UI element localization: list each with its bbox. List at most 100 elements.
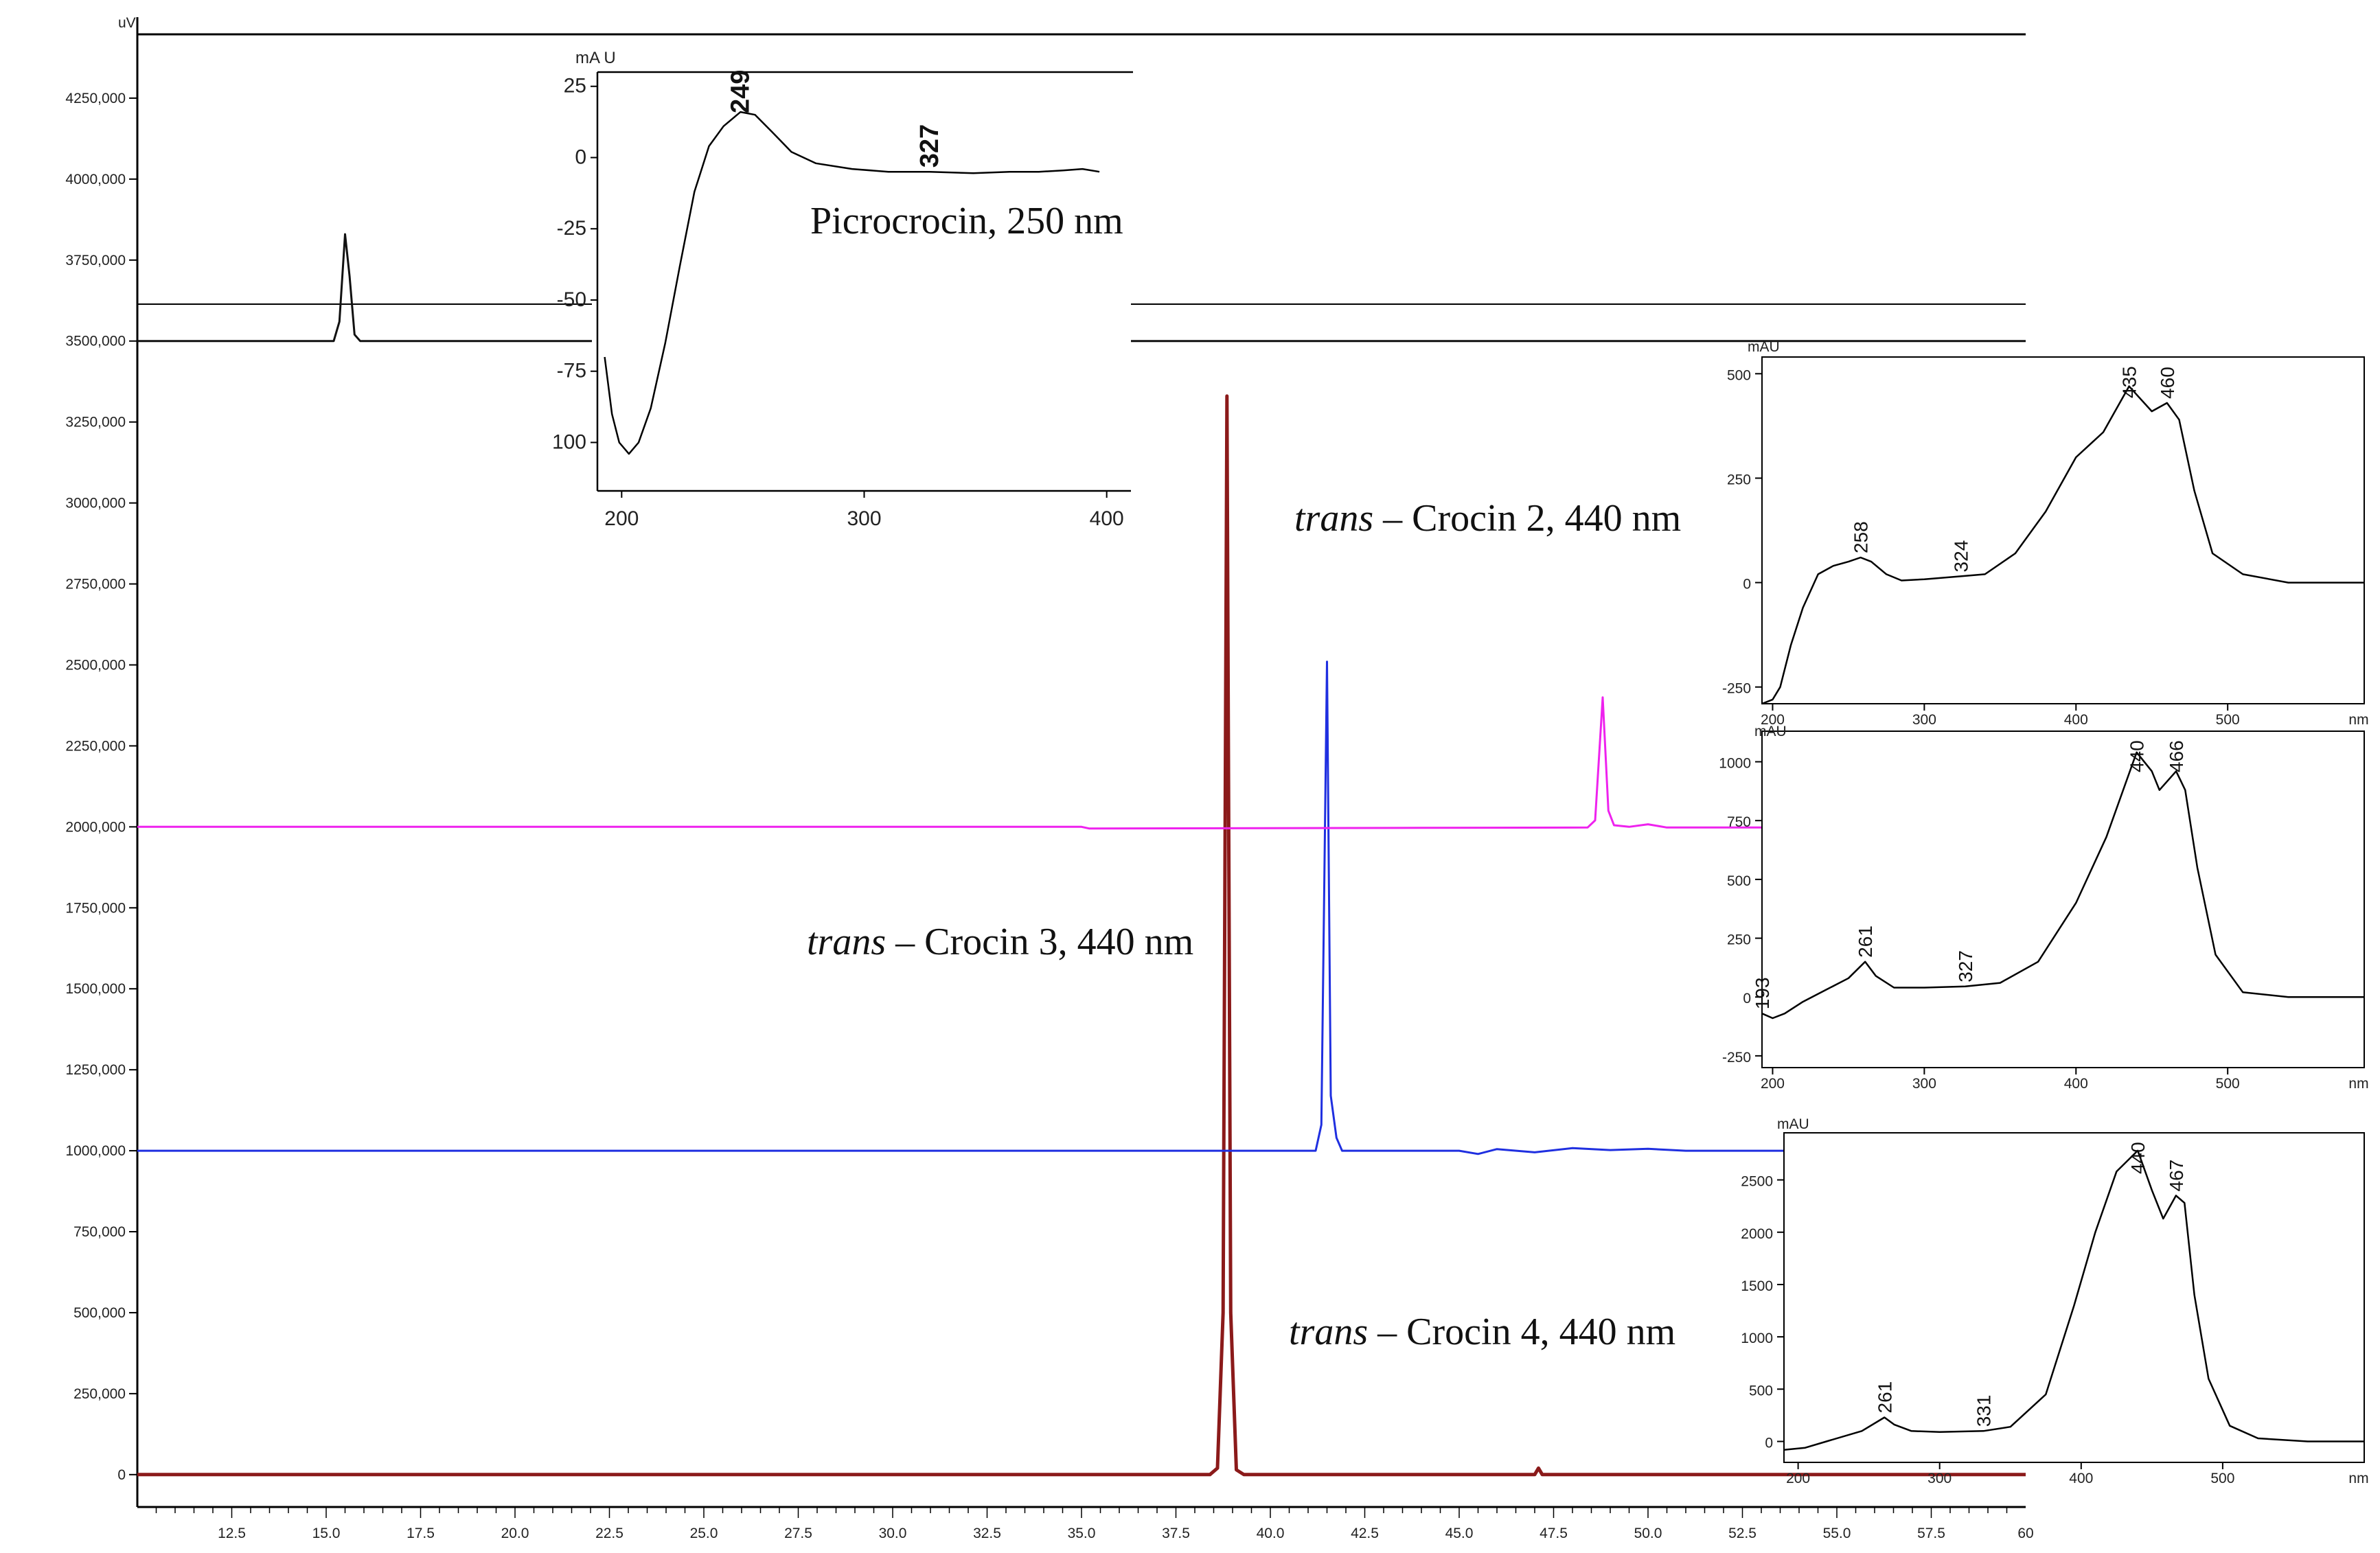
c3-spectrum-line — [1761, 751, 2364, 1020]
c2-x-tick-label: nm — [2348, 712, 2368, 728]
c3-peak-label: 440 — [2127, 740, 2148, 772]
c4-peak-label: 440 — [2127, 1142, 2149, 1174]
main-y-tick-label: 4250,000 — [65, 91, 126, 106]
main-x-tick-label: 55.0 — [1823, 1526, 1851, 1541]
c3-y-tick-label: 750 — [1727, 814, 1751, 830]
picro-y-tick-label: -50 — [557, 288, 586, 311]
main-y-unit: uV — [118, 15, 136, 31]
main-y-tick-label: 3000,000 — [65, 496, 126, 511]
c4-y-tick-label: 1500 — [1741, 1278, 1773, 1294]
picro-y-tick-label: -25 — [557, 217, 586, 240]
c3-frame — [1761, 731, 2365, 1068]
c2-x-tick-label: 400 — [2064, 712, 2088, 728]
main-x-tick-label: 47.5 — [1540, 1526, 1568, 1541]
c3-peak-label: 466 — [2166, 740, 2187, 772]
main-x-tick-label: 35.0 — [1068, 1526, 1096, 1541]
main-x-tick-label: 30.0 — [879, 1526, 907, 1541]
c3-x-tick-label: 500 — [2216, 1076, 2240, 1092]
chromatogram-trace-1 — [137, 394, 2026, 1477]
main-y-tick-label: 500,000 — [73, 1305, 126, 1321]
main-y-tick-label: 1000,000 — [65, 1143, 126, 1159]
main-x-tick-label: 17.5 — [407, 1526, 435, 1541]
c3-peak-label: 327 — [1955, 950, 1976, 982]
c2-y-tick-label: 0 — [1743, 577, 1751, 593]
c3-peak-label: 193 — [1752, 977, 1773, 1009]
c4-peak-label: 331 — [1973, 1395, 1995, 1427]
main-x-tick-label: 27.5 — [784, 1526, 812, 1541]
main-x-tick-label: 45.0 — [1445, 1526, 1474, 1541]
main-x-tick-label: 60 — [2017, 1526, 2033, 1541]
c3-peak-label: 261 — [1855, 925, 1876, 958]
c4-compound-label: trans – Crocin 4, 440 nm — [1289, 1311, 1675, 1353]
c2-y-tick-label: 250 — [1727, 472, 1751, 487]
c3-x-tick-label: 300 — [1912, 1076, 1936, 1092]
c4-y-tick-label: 0 — [1765, 1436, 1773, 1451]
c2-compound-label: trans – Crocin 2, 440 nm — [1294, 497, 1681, 540]
main-y-tick-label: 0 — [117, 1467, 126, 1483]
chromatogram-trace-4 — [137, 233, 2026, 343]
c3-y-tick-label: 1000 — [1719, 756, 1751, 772]
main-x-tick-label: 37.5 — [1162, 1526, 1190, 1541]
c3-x-tick-label: 400 — [2064, 1076, 2088, 1092]
c2-x-tick-label: 500 — [2216, 712, 2240, 728]
c2-y-unit: mAU — [1748, 339, 1780, 355]
picro-bg — [592, 72, 1131, 491]
main-y-tick-label: 4000,000 — [65, 172, 126, 187]
c2-peak-label: 324 — [1950, 540, 1971, 573]
c4-spectrum-line — [1783, 1149, 2364, 1451]
c3-y-tick-label: 0 — [1743, 991, 1751, 1006]
c2-y-tick-label: -250 — [1722, 681, 1751, 697]
main-y-tick-label: 3750,000 — [65, 253, 126, 268]
c3-x-tick-label: nm — [2348, 1076, 2368, 1092]
main-x-tick-label: 12.5 — [218, 1526, 246, 1541]
picro-y-tick-label: -75 — [557, 360, 586, 382]
c4-peak-label: 261 — [1874, 1381, 1895, 1414]
main-y-tick-label: 2250,000 — [65, 738, 126, 754]
main-chromatogram: uV 0250,000500,000750,0001000,0001250,00… — [65, 15, 2033, 1541]
picro-compound-label: Picrocrocin, 250 nm — [810, 200, 1123, 242]
c2-x-tick-label: 200 — [1761, 712, 1785, 728]
chromatogram-trace-3 — [137, 696, 2026, 830]
main-x-tick-label: 42.5 — [1351, 1526, 1379, 1541]
c4-x-tick-label: 400 — [2069, 1471, 2093, 1486]
picro-y-unit: mA U — [575, 49, 616, 67]
main-y-tick-label: 2000,000 — [65, 819, 126, 835]
c2-spectrum-line — [1761, 385, 2364, 705]
c4-x-tick-label: 300 — [1927, 1471, 1952, 1486]
c4-frame — [1783, 1132, 2365, 1463]
c3-y-unit: mAU — [1754, 724, 1787, 739]
picro-peak-label: 249 — [726, 70, 755, 113]
c4-y-tick-label: 500 — [1749, 1383, 1773, 1399]
c4-x-tick-label: 200 — [1786, 1471, 1810, 1486]
main-x-tick-label: 15.0 — [312, 1526, 341, 1541]
main-y-tick-label: 750,000 — [73, 1224, 126, 1240]
c4-x-tick-label: nm — [2348, 1471, 2368, 1486]
c4-y-tick-label: 1000 — [1741, 1331, 1773, 1346]
c2-y-tick-label: 500 — [1727, 367, 1751, 383]
picro-x-tick-label: 200 — [604, 507, 639, 530]
picro-peak-label: 327 — [915, 124, 944, 168]
main-y-tick-label: 3500,000 — [65, 334, 126, 349]
main-y-tick-label: 2500,000 — [65, 657, 126, 673]
main-x-tick-label: 32.5 — [973, 1526, 1001, 1541]
picro-y-tick-label: 100 — [552, 430, 586, 453]
main-y-tick-label: 2750,000 — [65, 577, 126, 593]
c4-y-tick-label: 2000 — [1741, 1226, 1773, 1242]
main-x-tick-label: 57.5 — [1917, 1526, 1945, 1541]
c4-peak-label: 467 — [2166, 1160, 2187, 1192]
main-x-tick-label: 20.0 — [501, 1526, 529, 1541]
picro-spectrum-line — [604, 111, 1100, 455]
main-x-tick-label: 25.0 — [690, 1526, 718, 1541]
main-x-tick-label: 52.5 — [1728, 1526, 1757, 1541]
c3-y-tick-label: 250 — [1727, 932, 1751, 948]
c3-y-tick-label: -250 — [1722, 1050, 1751, 1066]
picro-y-tick-label: 0 — [575, 146, 586, 168]
main-x-tick-label: 22.5 — [595, 1526, 623, 1541]
c4-y-unit: mAU — [1777, 1116, 1809, 1132]
